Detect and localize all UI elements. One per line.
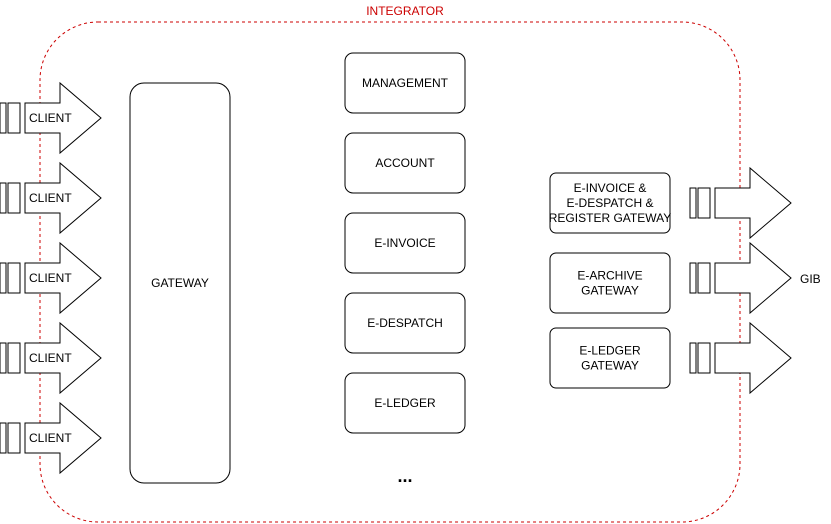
gateway-box: [129, 82, 231, 484]
client-3: CLIENT: [0, 241, 102, 315]
client-5: CLIENT: [0, 401, 102, 475]
external-gateway-label: REGISTER GATEWAY: [549, 211, 671, 225]
client-label: CLIENT: [29, 271, 72, 285]
client-4: CLIENT: [0, 321, 102, 395]
client-arrow-icon: [24, 241, 102, 315]
service-label: E-DESPATCH: [367, 316, 443, 330]
external-gateway-label: GATEWAY: [581, 359, 639, 373]
destination-arrow-3: [689, 321, 792, 395]
service-e-ledger: E-LEDGER: [344, 372, 466, 434]
client-arrow-icon: [24, 321, 102, 395]
service-label: ACCOUNT: [375, 156, 435, 170]
client-2: CLIENT: [0, 161, 102, 235]
destination-arrows-group: [689, 166, 792, 395]
destination-queue-icon: [689, 187, 711, 219]
service-e-invoice: E-INVOICE: [344, 212, 466, 274]
destination-arrow-icon: [714, 166, 792, 240]
client-arrow-icon: [24, 401, 102, 475]
external-gateway-1: E-INVOICE &E-DESPATCH &REGISTER GATEWAY: [549, 172, 671, 234]
client-queue-icon: [0, 262, 21, 294]
external-gateway-label: GATEWAY: [581, 284, 639, 298]
client-label: CLIENT: [29, 191, 72, 205]
destination-arrow-icon: [714, 321, 792, 395]
external-gateway-label: E-ARCHIVE: [577, 269, 642, 283]
destination-queue-icon: [689, 262, 711, 294]
clients-group: CLIENT CLIENT CLIENT CLIENT CLIENT: [0, 81, 102, 475]
external-gateway-label: E-INVOICE &: [574, 181, 647, 195]
client-label: CLIENT: [29, 351, 72, 365]
client-label: CLIENT: [29, 111, 72, 125]
external-gateway-label: E-DESPATCH &: [567, 196, 654, 210]
client-arrow-icon: [24, 161, 102, 235]
client-label: CLIENT: [29, 431, 72, 445]
more-services-ellipsis: ...: [397, 466, 412, 486]
client-queue-icon: [0, 182, 21, 214]
service-management: MANAGEMENT: [344, 52, 466, 114]
destination-label: GIB: [800, 272, 821, 286]
services-group: MANAGEMENT ACCOUNT E-INVOICE E-DESPATCH E-LE…: [344, 52, 466, 434]
service-label: E-LEDGER: [374, 396, 436, 410]
destination-queue-icon: [689, 342, 711, 374]
client-queue-icon: [0, 422, 21, 454]
destination-arrow-2: [689, 241, 792, 315]
client-queue-icon: [0, 342, 21, 374]
service-label: MANAGEMENT: [362, 76, 449, 90]
external-gateways-group: E-INVOICE &E-DESPATCH &REGISTER GATEWAYE…: [549, 172, 671, 389]
client-arrow-icon: [24, 81, 102, 155]
client-1: CLIENT: [0, 81, 102, 155]
service-e-despatch: E-DESPATCH: [344, 292, 466, 354]
external-gateway-label: E-LEDGER: [579, 344, 641, 358]
client-queue-icon: [0, 102, 21, 134]
destination-arrow-icon: [714, 241, 792, 315]
destination-arrow-1: [689, 166, 792, 240]
gateway-label: GATEWAY: [151, 276, 209, 290]
service-label: E-INVOICE: [374, 236, 435, 250]
integrator-title: INTEGRATOR: [366, 4, 444, 18]
service-account: ACCOUNT: [344, 132, 466, 194]
